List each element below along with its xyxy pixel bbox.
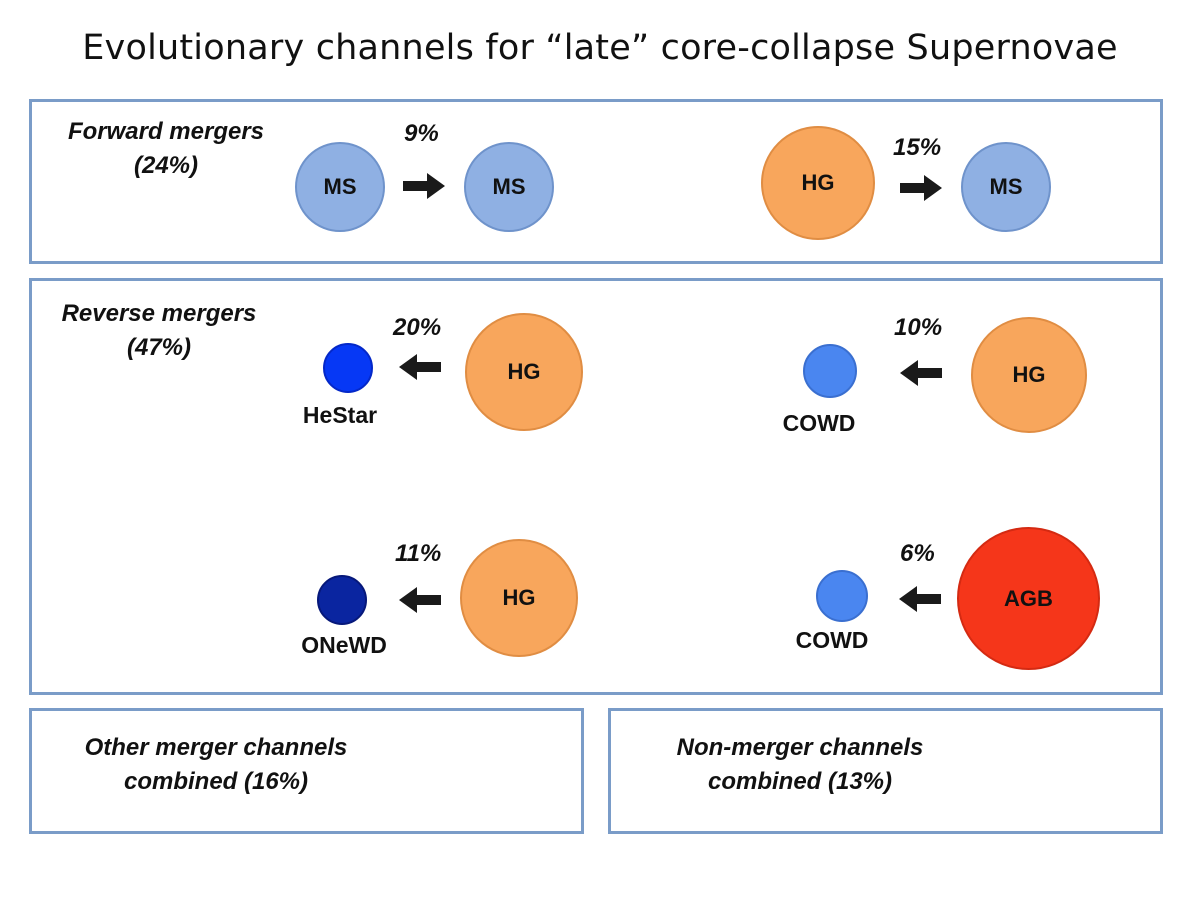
forward-mergers-label: Forward mergers (24%) (46, 115, 286, 183)
percentage-label: 9% (404, 120, 439, 147)
other-merger-channels-line1: Other merger channels (84, 734, 348, 761)
other-merger-channels-panel (29, 708, 584, 834)
star-ms: MS (464, 142, 554, 232)
percentage-label: 20% (393, 314, 442, 341)
non-merger-channels-label: Non-merger channels combined (13%) (655, 731, 945, 799)
star-hg: HG (460, 539, 578, 657)
arrow-left-icon (900, 360, 942, 386)
remnant-label: COWD (782, 410, 856, 436)
other-merger-channels-line2: combined (16%) (123, 768, 309, 795)
reverse-mergers-label-line1: Reverse mergers (61, 300, 257, 327)
star-ms: MS (961, 142, 1051, 232)
forward-mergers-label-line2: (24%) (133, 152, 199, 179)
forward-mergers-label-line1: Forward mergers (67, 118, 265, 145)
percentage-label: 10% (894, 314, 943, 341)
remnant-label: ONeWD (301, 632, 387, 658)
percentage-label: 11% (395, 540, 442, 567)
reverse-mergers-label: Reverse mergers (47%) (46, 297, 272, 365)
star-onewd (317, 575, 367, 625)
star-hg: HG (465, 313, 583, 431)
other-merger-channels-label: Other merger channels combined (16%) (46, 731, 386, 799)
percentage-label: 15% (893, 134, 942, 161)
non-merger-channels-line1: Non-merger channels (676, 734, 924, 761)
non-merger-channels-panel (608, 708, 1163, 834)
reverse-mergers-label-line2: (47%) (126, 334, 192, 361)
remnant-label: HeStar (302, 402, 378, 428)
arrow-right-icon (900, 175, 942, 201)
arrow-left-icon (399, 587, 441, 613)
star-hestar (323, 343, 373, 393)
star-ms: MS (295, 142, 385, 232)
page-title: Evolutionary channels for “late” core-co… (82, 28, 1118, 68)
star-hg: HG (761, 126, 875, 240)
star-cowd (816, 570, 868, 622)
arrow-right-icon (403, 173, 445, 199)
remnant-label: COWD (795, 627, 869, 653)
arrow-left-icon (399, 354, 441, 380)
percentage-label: 6% (900, 540, 935, 567)
arrow-left-icon (899, 586, 941, 612)
star-hg: HG (971, 317, 1087, 433)
star-cowd (803, 344, 857, 398)
star-agb: AGB (957, 527, 1100, 670)
non-merger-channels-line2: combined (13%) (707, 768, 893, 795)
